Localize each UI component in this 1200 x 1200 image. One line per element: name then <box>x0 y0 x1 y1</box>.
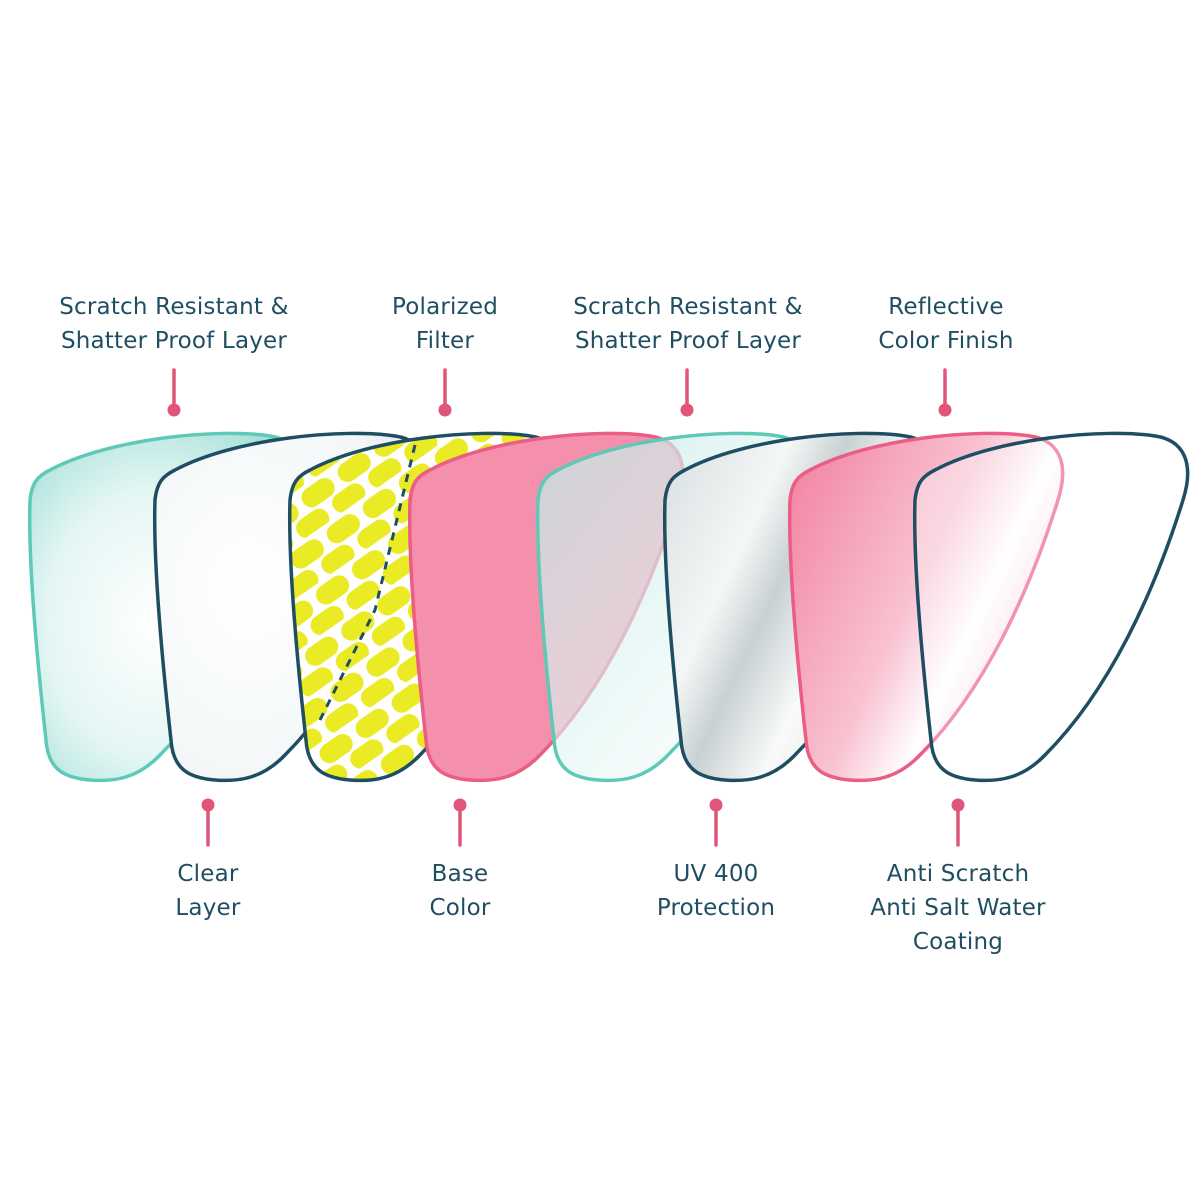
coating-layer-8 <box>912 431 1190 783</box>
pointer-top-2 <box>438 368 452 417</box>
pointer-top-1 <box>167 368 181 417</box>
pointer-bottom-2 <box>453 798 467 847</box>
label-scratch-resistant-2: Scratch Resistant & Shatter Proof Layer <box>573 294 803 354</box>
label-clear-layer: Clear Layer <box>175 861 241 921</box>
label-base-color: Base Color <box>429 861 491 921</box>
pointer-bottom-3 <box>709 798 723 847</box>
label-polarized-filter: Polarized Filter <box>391 294 499 354</box>
label-scratch-resistant-1: Scratch Resistant & Shatter Proof Layer <box>59 294 289 354</box>
pointer-top-4 <box>938 368 952 417</box>
label-uv-400-protection: UV 400 Protection <box>656 861 776 921</box>
pointer-bottom-4 <box>951 798 965 847</box>
polarizer-fold-line <box>318 444 417 721</box>
pointer-bottom-1 <box>201 798 215 847</box>
pointer-top-3 <box>680 368 694 417</box>
label-anti-scratch-coating: Anti Scratch Anti Salt Water Coating <box>870 861 1046 955</box>
label-reflective-color-finish: Reflective Color Finish <box>878 294 1014 354</box>
reflective-layer-7 <box>787 431 1065 783</box>
